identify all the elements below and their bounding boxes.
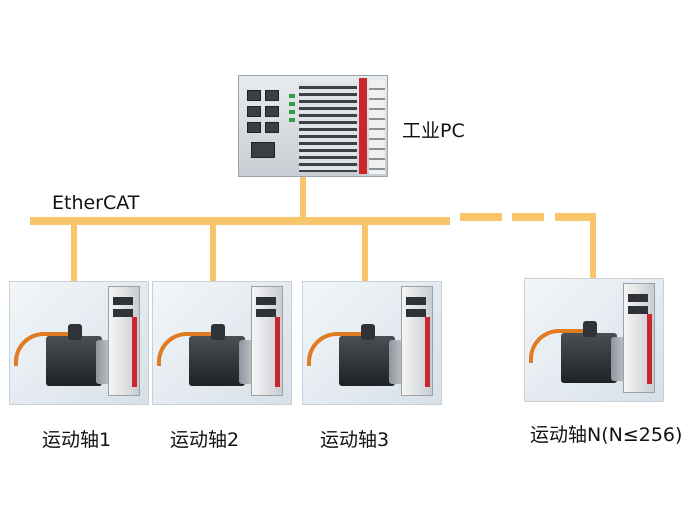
axis-3-servo-unit [302, 281, 442, 405]
axis-2-label: 运动轴2 [170, 429, 240, 451]
motor-connector [361, 324, 375, 340]
axis-n-servo-unit [524, 278, 664, 402]
axis-2-servo-unit [152, 281, 292, 405]
axis-2-bus-connector [210, 222, 216, 282]
servo-drive [108, 286, 140, 396]
servo-drive [623, 283, 655, 393]
axis-1-bus-connector [71, 222, 77, 282]
servo-drive [251, 286, 283, 396]
servo-motor [189, 336, 245, 386]
industrial-pc-label: 工业PC [402, 120, 465, 142]
servo-motor [339, 336, 395, 386]
motor-cable [157, 332, 221, 366]
ethercat-bus-segment-dash-2 [512, 213, 544, 221]
ethercat-bus-segment-dash-1 [460, 213, 502, 221]
axis-1-servo-unit [9, 281, 149, 405]
servo-motor [561, 333, 617, 383]
servo-motor [46, 336, 102, 386]
axis-1-label: 运动轴1 [42, 429, 112, 451]
servo-drive [401, 286, 433, 396]
axis-n-bus-connector [590, 213, 596, 281]
motor-cable [14, 332, 78, 366]
ethercat-label: EtherCAT [52, 192, 140, 214]
motor-connector [68, 324, 82, 340]
pc-io-terminals [369, 80, 385, 174]
ethercat-bus-segment-main [30, 217, 450, 225]
motor-connector [211, 324, 225, 340]
axis-3-bus-connector [362, 222, 368, 282]
pc-status-leds [289, 94, 295, 124]
pc-red-stripe [359, 78, 367, 174]
axis-n-label: 运动轴N(N≤256) [530, 424, 683, 446]
ethercat-bus-segment-dash-3 [555, 213, 595, 221]
pc-vents [299, 82, 357, 172]
pc-bus-connector [300, 172, 306, 222]
axis-3-label: 运动轴3 [320, 429, 390, 451]
industrial-pc [238, 75, 388, 177]
motor-connector [583, 321, 597, 337]
pc-ports [247, 82, 287, 172]
motor-cable [529, 329, 593, 363]
motor-cable [307, 332, 371, 366]
